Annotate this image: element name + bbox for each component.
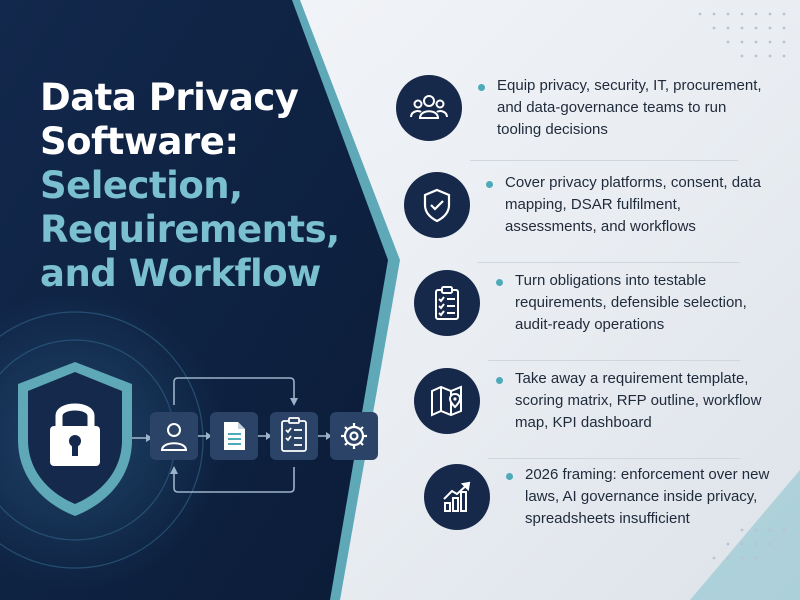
icon-circle: [424, 464, 490, 530]
bullet-dot: [486, 181, 493, 188]
icon-circle: [414, 270, 480, 336]
page-title: Data Privacy Software: Selection, Requir…: [40, 76, 370, 296]
list-item: Take away a requirement template, scorin…: [414, 368, 785, 434]
title-line-2: Software:: [40, 120, 239, 163]
user-icon: [160, 423, 188, 451]
gear-icon: [341, 423, 367, 449]
divider: [470, 160, 738, 161]
workflow-diagram: [150, 377, 378, 493]
checklist-icon: [435, 286, 459, 320]
title-line-1: Data Privacy: [40, 76, 299, 119]
item-text: Equip privacy, security, IT, procurement…: [497, 77, 762, 138]
icon-circle: [414, 368, 480, 434]
dot-pattern-top: [698, 12, 786, 58]
icon-circle: [404, 172, 470, 238]
clipboard-check-icon: [281, 417, 307, 452]
growth-chart-icon: [443, 481, 471, 512]
divider: [488, 458, 740, 459]
bullet-dot: [478, 84, 485, 91]
list-item: 2026 framing: enforcement over new laws,…: [424, 464, 795, 530]
bullet-dot: [496, 279, 503, 286]
corner-accent: [690, 470, 800, 600]
bullet-dot: [506, 473, 513, 480]
item-text: Take away a requirement template, scorin…: [515, 370, 762, 431]
title-line-5: and Workflow: [40, 252, 321, 295]
icon-circle: [396, 75, 462, 141]
shield-lock-icon: [18, 362, 132, 516]
workflow-step-settings: [330, 412, 378, 460]
map-pin-icon: [431, 385, 462, 417]
title-line-3: Selection,: [40, 164, 243, 207]
list-item: Cover privacy platforms, consent, data m…: [404, 172, 775, 238]
list-item: Turn obligations into testable requireme…: [414, 270, 785, 336]
document-icon: [224, 422, 245, 450]
list-item: Equip privacy, security, IT, procurement…: [396, 75, 767, 141]
item-text: Cover privacy platforms, consent, data m…: [505, 174, 761, 235]
divider: [478, 262, 740, 263]
users-icon: [410, 95, 448, 119]
bullet-dot: [496, 377, 503, 384]
item-text: Turn obligations into testable requireme…: [515, 272, 747, 333]
divider: [488, 360, 740, 361]
shield-check-icon: [423, 188, 451, 223]
dot-pattern-bottom: [712, 528, 786, 560]
title-line-4: Requirements,: [40, 208, 340, 251]
item-text: 2026 framing: enforcement over new laws,…: [525, 466, 770, 527]
